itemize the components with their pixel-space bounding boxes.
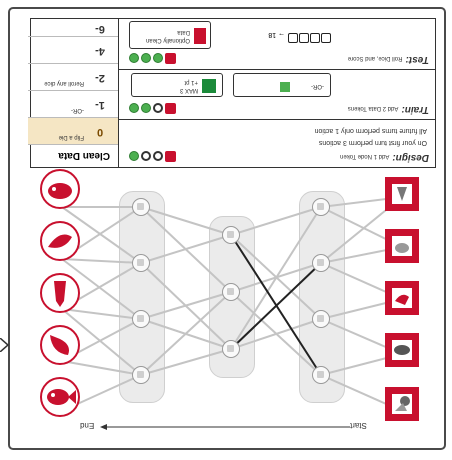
- layer-panel-3: [299, 191, 345, 403]
- node-c3-2[interactable]: [312, 254, 330, 272]
- node-c1-4[interactable]: [132, 366, 150, 384]
- corner-tick-icon: [0, 338, 10, 352]
- game-card: Design:Add 1 Node Token On your first tu…: [8, 7, 446, 450]
- node-c3-1[interactable]: [312, 198, 330, 216]
- fish-fillet-icon[interactable]: [40, 221, 80, 261]
- node-c1-3[interactable]: [132, 310, 150, 328]
- whole-fish-icon[interactable]: [40, 377, 80, 417]
- node-c2-1[interactable]: [222, 226, 240, 244]
- node-c1-1[interactable]: [132, 198, 150, 216]
- fish-head-icon[interactable]: [40, 169, 80, 209]
- fish-cut-icon[interactable]: [385, 229, 419, 263]
- fish-fin-icon[interactable]: [40, 325, 80, 365]
- node-c3-4[interactable]: [312, 366, 330, 384]
- fish-tail-icon[interactable]: [40, 273, 80, 313]
- node-c2-3[interactable]: [222, 340, 240, 358]
- fish-slice-icon[interactable]: [385, 281, 419, 315]
- start-label: Start: [350, 421, 367, 430]
- node-c3-3[interactable]: [312, 310, 330, 328]
- end-label: End: [80, 421, 95, 430]
- fish-grill-icon[interactable]: [385, 333, 419, 367]
- fish-plate-icon[interactable]: [385, 387, 419, 421]
- node-c2-2[interactable]: [222, 283, 240, 301]
- fish-hook-icon[interactable]: [385, 177, 419, 211]
- node-c1-2[interactable]: [132, 254, 150, 272]
